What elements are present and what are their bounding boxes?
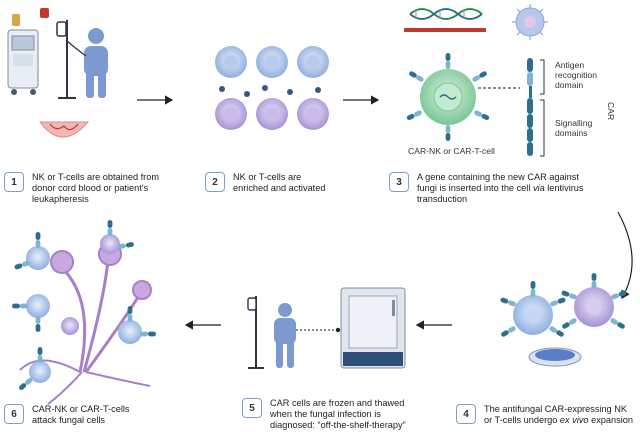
step-1-badge: 1 [4,172,24,192]
step-4-text: The antifungal CAR-expressing NK or T-ce… [484,404,633,425]
step-6-badge: 6 [4,404,24,424]
placenta-icon [39,121,90,138]
car-vertical-label: CAR [606,102,616,121]
step-5-text: CAR cells are frozen and thawed when the… [270,398,406,430]
step-1: 1 NK or T-cells are obtained from donor … [4,172,164,205]
car-receptor-icon [527,58,545,157]
step-5-badge: 5 [242,398,262,418]
step-1-text: NK or T-cells are obtained from donor co… [32,172,159,204]
step-2-badge: 2 [205,172,225,192]
step-4-badge: 4 [456,404,476,424]
fungal-attack-icon [12,220,156,405]
step-3: 3 A gene containing the new CAR against … [389,172,589,205]
patient-iv-icon [56,20,108,99]
step-5: 5 CAR cells are frozen and thawed when t… [242,398,407,431]
step-3-badge: 3 [389,172,409,192]
step-3-text: A gene containing the new CAR against fu… [417,172,584,204]
dna-icon [404,8,486,32]
car-cell-icon [406,53,520,141]
lentivirus-icon [512,4,548,40]
step-2: 2 NK or T-cells are enriched and activat… [205,172,335,194]
step-4: 4 The antifungal CAR-expressing NK or T-… [456,404,636,426]
nk-t-cells-icon [215,46,329,130]
signalling-domains-label: Signalling domains [555,118,593,138]
step-6: 6 CAR-NK or CAR-T-cells attack fungal ce… [4,404,154,426]
step-6-text: CAR-NK or CAR-T-cells attack fungal cell… [32,404,130,425]
arrow-step3-to-4 [617,211,633,300]
freezer-icon [340,287,406,369]
apheresis-machine-icon [7,8,49,95]
antigen-recognition-label: Antigen recognition domain [555,60,598,90]
patient-iv-icon-2 [247,296,341,369]
step-2-text: NK or T-cells are enriched and activated [233,172,326,193]
petri-dish-icon [528,347,582,367]
car-cell-label: CAR-NK or CAR-T-cell [408,146,495,156]
expanded-car-cells-icon [499,273,628,338]
